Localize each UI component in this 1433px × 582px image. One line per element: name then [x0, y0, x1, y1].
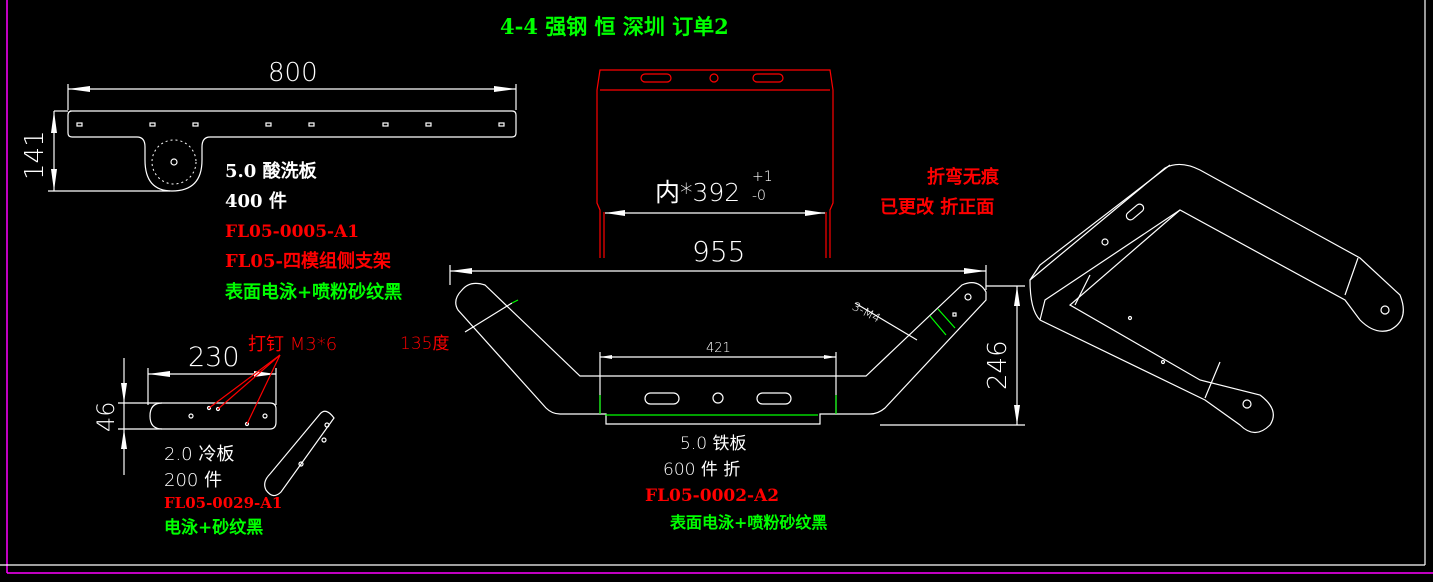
part3-bend-note: 折弯无痕: [927, 167, 999, 188]
part3-inner-dim: 内*392: [655, 178, 741, 207]
part2-finish: 电泳+砂纹黑: [164, 518, 264, 538]
part3-isometric-view: [1029, 163, 1404, 434]
part3-finish: 表面电泳+喷粉砂纹黑: [670, 513, 828, 532]
part1-material: 5.0 酸洗板: [225, 161, 317, 182]
part3-dim-height: 246: [983, 340, 1013, 390]
part1-finish: 表面电泳+喷粉砂纹黑: [225, 282, 403, 303]
part1-drawing: [48, 84, 517, 192]
part2-quantity: 200 件: [164, 470, 223, 491]
part1-part-no: FL05-0005-A1: [225, 222, 360, 242]
part2-material: 2.0 冷板: [164, 444, 235, 465]
part3-dim-width: 955: [692, 235, 746, 268]
part1-dim-height: 141: [20, 130, 50, 180]
part3-side-view: [596, 69, 834, 258]
part1-dim-width: 800: [268, 58, 318, 88]
part1-part-name: FL05-四模组侧支架: [225, 251, 391, 272]
part2-part-no: FL05-0029-A1: [164, 494, 283, 512]
part3-part-no: FL05-0002-A2: [645, 486, 780, 506]
part2-dim-width: 230: [188, 342, 240, 373]
part2-drawing: [118, 354, 335, 497]
part2-dim-height: 46: [92, 401, 120, 432]
part3-front-view: [449, 265, 1025, 426]
drawing-title: 4-4 强钢 恒 深圳 订单2: [500, 14, 729, 39]
part3-change-note: 已更改 折正面: [880, 197, 995, 218]
part3-material: 5.0 铁板: [680, 434, 747, 454]
part3-dim-inner: 421: [706, 341, 731, 356]
part3-quantity: 600 件 折: [663, 460, 741, 480]
part2-rivet-note: 打钉 M3*6: [248, 334, 338, 355]
part3-angle-note: 135度: [400, 334, 450, 354]
part3-tolerance-plus: +1: [752, 169, 773, 185]
part3-tolerance-minus: -0: [752, 188, 766, 204]
part1-quantity: 400 件: [225, 191, 287, 212]
